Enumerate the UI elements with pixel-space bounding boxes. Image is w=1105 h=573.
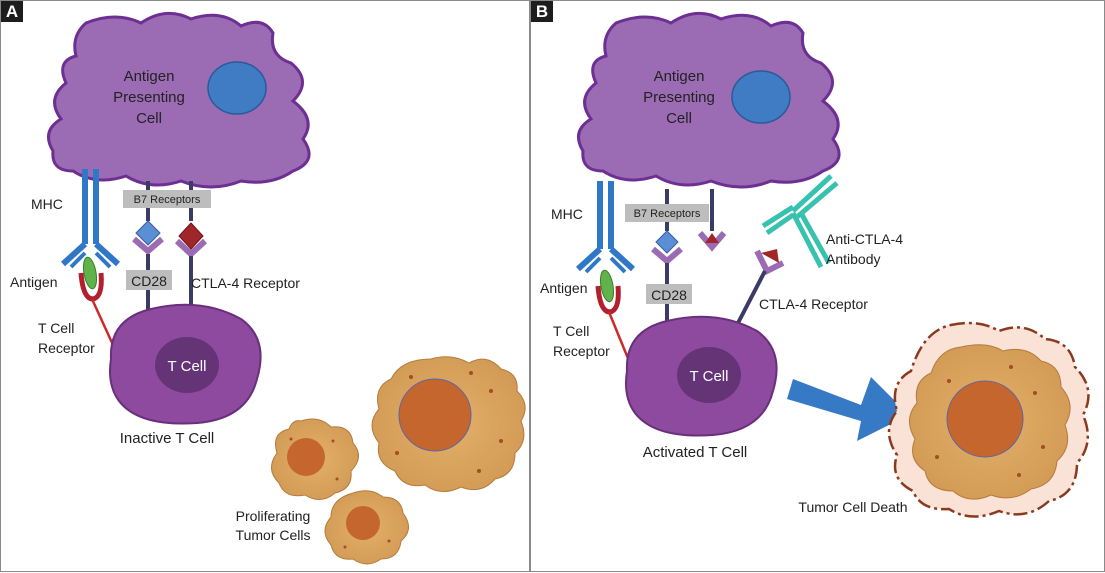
b7-cup-2	[697, 231, 727, 252]
tumor-label-line1: Proliferating	[236, 508, 311, 524]
anti-ctla4-antibody	[761, 174, 839, 269]
b7-diamond-blue	[655, 230, 679, 254]
tcr-label-line2: Receptor	[38, 340, 95, 356]
b7-diamond-blue	[135, 220, 161, 246]
tcr-label-line1: T Cell	[553, 323, 589, 339]
panel-b-diagram: Antigen Presenting Cell MHC Antigen T Ce…	[540, 11, 1090, 518]
t-cell-label: T Cell	[690, 368, 729, 385]
antigen-shape	[599, 269, 615, 303]
antigen-label: Antigen	[540, 280, 587, 296]
cd28-cup	[132, 236, 164, 255]
b7-diamond-red	[178, 222, 204, 250]
antigen-label: Antigen	[10, 274, 57, 290]
ctla4-triangle-red	[761, 249, 779, 263]
tumor-death-label: Tumor Cell Death	[798, 499, 907, 515]
ctla4-stalk	[736, 270, 767, 324]
panel-b-label: B	[531, 1, 553, 22]
ctla4-cup	[174, 238, 208, 259]
apc-label-line2: Presenting	[113, 89, 185, 106]
panel-b: B Antigen Presenting Cell MHC Antigen	[530, 0, 1105, 572]
cd28-label-box	[646, 284, 692, 304]
b7-label-box	[123, 190, 211, 208]
b7-label: B7 Receptors	[134, 194, 201, 206]
mhc-label: MHC	[551, 206, 583, 222]
mhc-label: MHC	[31, 196, 63, 212]
ctla4-label: CTLA-4 Receptor	[759, 296, 868, 312]
tumor-cell-dying	[887, 321, 1090, 518]
panel-a-label: A	[1, 1, 23, 22]
panel-a-diagram: Antigen Presenting Cell MHC Antigen T Ce…	[10, 11, 526, 565]
tcr-label-line1: T Cell	[38, 320, 74, 336]
b7-label: B7 Receptors	[634, 208, 701, 220]
apc-label-line3: Cell	[666, 110, 692, 127]
caption: Inactive T Cell	[120, 430, 215, 447]
t-cell-nucleus	[155, 337, 219, 393]
ctla4-label: CTLA-4 Receptor	[191, 275, 300, 291]
t-cell-label: T Cell	[168, 358, 207, 375]
apc-cell	[577, 11, 841, 189]
b7-triangle-red	[705, 233, 719, 243]
apc-nucleus	[207, 61, 267, 115]
tumor-cell-large	[371, 356, 526, 492]
panel-a: A Antigen Presenting Cell MHC Antigen	[0, 0, 530, 572]
apc-label-line1: Antigen	[124, 68, 175, 85]
caption: Activated T Cell	[643, 444, 748, 461]
mhc-receptor	[60, 169, 121, 269]
cd28-label: CD28	[651, 287, 687, 303]
tumor-cell-medium	[271, 418, 359, 500]
b7-label-box	[625, 204, 709, 222]
mhc-receptor	[575, 181, 636, 274]
cd28-cup	[651, 246, 683, 265]
cd28-label-box	[126, 270, 172, 290]
apc-nucleus	[731, 70, 791, 124]
apc-label-line1: Antigen	[654, 68, 705, 85]
antibody-label-line1: Anti-CTLA-4	[826, 231, 903, 247]
t-cell-nucleus	[677, 347, 741, 403]
tcr-label-line2: Receptor	[553, 343, 610, 359]
arrow-right	[787, 377, 909, 441]
tumor-cell-small	[324, 490, 409, 565]
ctla4-cup	[754, 249, 785, 276]
antibody-label-line2: Antibody	[826, 251, 880, 267]
cd28-label: CD28	[131, 273, 167, 289]
tumor-label-line2: Tumor Cells	[236, 527, 311, 543]
apc-label-line3: Cell	[136, 110, 162, 127]
antigen-shape	[82, 256, 98, 290]
apc-cell	[47, 11, 311, 189]
apc-label-line2: Presenting	[643, 89, 715, 106]
